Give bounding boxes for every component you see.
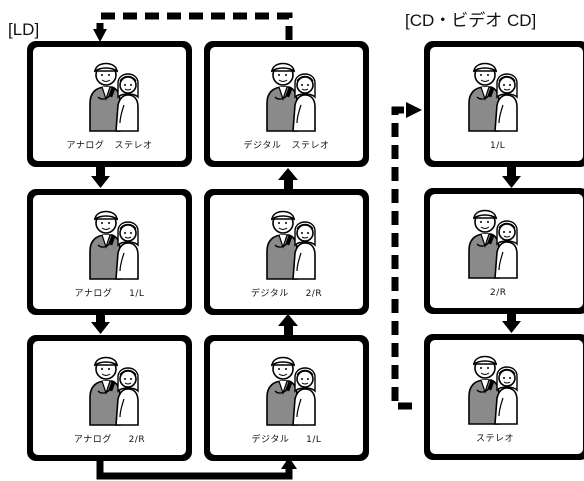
channel-label: 2/R <box>490 288 507 298</box>
bottom-u-connector <box>96 458 293 480</box>
channel-label: 1/L <box>129 289 145 299</box>
caption: 2/R <box>490 288 583 298</box>
woman-figure <box>114 221 139 280</box>
man-figure <box>265 62 298 132</box>
mode-label: アナログ <box>66 141 105 151</box>
tv-screen-ld-analog-1l: アナログ 1/L <box>27 189 192 315</box>
arrow-down-cd-1 <box>502 167 521 188</box>
woman-figure <box>114 73 139 132</box>
dashed-cd-link <box>391 106 412 410</box>
title-cd: [CD・ビデオ CD] <box>405 11 537 30</box>
man-figure <box>88 62 121 132</box>
dashed-return-arrow <box>96 12 293 40</box>
couple-illustration <box>265 356 316 426</box>
caption: デジタル 2/R <box>214 286 359 299</box>
couple-illustration <box>265 62 316 132</box>
woman-figure <box>493 73 518 132</box>
caption: アナログ 2/R <box>37 432 182 445</box>
couple-illustration <box>88 62 139 132</box>
caption: アナログ 1/L <box>37 286 182 299</box>
woman-figure <box>493 220 518 279</box>
mode-label: アナログ <box>73 435 112 445</box>
bottom-u-arrowhead <box>281 457 297 469</box>
couple-illustration <box>88 356 139 426</box>
tv-screen-ld-analog-stereo: アナログ ステレオ <box>27 41 192 167</box>
mode-label: アナログ <box>74 289 113 299</box>
woman-figure <box>114 367 139 426</box>
couple-illustration <box>265 210 316 280</box>
caption: 1/L <box>490 141 583 151</box>
couple-illustration <box>467 62 518 132</box>
man-figure <box>467 209 500 279</box>
dashed-return-arrowhead <box>93 29 107 42</box>
tv-screen-ld-digital-stereo: デジタル ステレオ <box>204 41 369 167</box>
channel-label: ステレオ <box>114 141 153 151</box>
man-figure <box>265 210 298 280</box>
arrow-up-digital-1 <box>278 314 298 335</box>
dashed-cd-link-arrowhead <box>406 102 422 118</box>
caption: ステレオ <box>476 431 583 444</box>
mode-label: デジタル <box>243 141 282 151</box>
man-figure <box>467 355 500 425</box>
tv-screen-cd-2r: 2/R <box>424 188 584 314</box>
woman-figure <box>493 366 518 425</box>
couple-illustration <box>467 209 518 279</box>
mode-label: デジタル <box>250 289 289 299</box>
man-figure <box>88 356 121 426</box>
arrow-down-analog-1 <box>91 167 110 188</box>
channel-label: 2/R <box>305 289 323 299</box>
couple-illustration <box>88 210 139 280</box>
arrow-down-cd-2 <box>502 312 521 333</box>
tv-screen-ld-digital-1l: デジタル 1/L <box>204 335 369 461</box>
woman-figure <box>291 367 316 426</box>
caption: デジタル 1/L <box>214 432 359 445</box>
channel-label: ステレオ <box>291 141 330 151</box>
tv-screen-ld-analog-2r: アナログ 2/R <box>27 335 192 461</box>
tv-screen-cd-1l: 1/L <box>424 41 584 167</box>
tv-screen-ld-digital-2r: デジタル 2/R <box>204 189 369 315</box>
arrow-up-digital-2 <box>278 168 298 189</box>
woman-figure <box>291 221 316 280</box>
channel-label: ステレオ <box>476 434 515 444</box>
tv-screen-cd-stereo: ステレオ <box>424 334 584 460</box>
arrow-down-analog-2 <box>91 313 110 334</box>
channel-label: 2/R <box>128 435 146 445</box>
mode-label: デジタル <box>251 435 290 445</box>
couple-illustration <box>467 355 518 425</box>
caption: デジタル ステレオ <box>214 138 359 151</box>
title-ld: [LD] <box>8 20 40 39</box>
man-figure <box>467 62 500 132</box>
channel-label: 1/L <box>490 141 506 151</box>
woman-figure <box>291 73 316 132</box>
channel-label: 1/L <box>306 435 322 445</box>
caption: アナログ ステレオ <box>37 138 182 151</box>
man-figure <box>88 210 121 280</box>
man-figure <box>265 356 298 426</box>
